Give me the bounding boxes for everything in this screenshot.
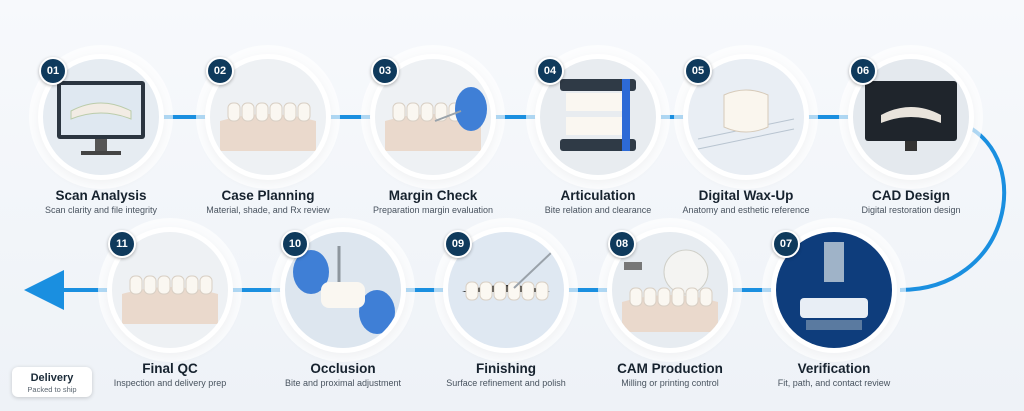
step-subtitle: Inspection and delivery prep bbox=[113, 378, 227, 388]
step-subtitle: Material, shade, and Rx review bbox=[206, 205, 330, 215]
step-number-badge: 04 bbox=[536, 57, 564, 85]
delivery-title: Delivery bbox=[30, 372, 74, 384]
step-title: Digital Wax-Up bbox=[698, 188, 794, 203]
step-title: CAD Design bbox=[871, 188, 950, 203]
step-subtitle: Surface refinement and polish bbox=[446, 378, 566, 388]
step-number-badge: 01 bbox=[39, 57, 67, 85]
step-image-03 bbox=[370, 54, 496, 180]
step-subtitle: Scan clarity and file integrity bbox=[44, 205, 158, 215]
step-title: Case Planning bbox=[221, 188, 315, 203]
step-subtitle: Bite and proximal adjustment bbox=[284, 378, 402, 388]
step-number-badge: 10 bbox=[281, 230, 309, 258]
step-title: CAM Production bbox=[617, 361, 723, 376]
step-number-badge: 03 bbox=[371, 57, 399, 85]
step-number-badge: 05 bbox=[684, 57, 712, 85]
step-subtitle: Milling or printing control bbox=[621, 378, 719, 388]
delivery-card: Delivery Packed to ship bbox=[12, 367, 92, 397]
step-number-badge: 08 bbox=[608, 230, 636, 258]
step-subtitle: Digital restoration design bbox=[861, 205, 961, 215]
step-subtitle: Anatomy and esthetic reference bbox=[682, 205, 810, 215]
step-subtitle: Preparation margin evaluation bbox=[372, 205, 494, 215]
step-subtitle: Bite relation and clearance bbox=[544, 205, 652, 215]
margin-probe-icon bbox=[375, 59, 491, 175]
delivery-subtitle: Packed to ship bbox=[27, 385, 77, 394]
step-title: Final QC bbox=[142, 361, 198, 376]
step-number-badge: 09 bbox=[444, 230, 472, 258]
step-title: Verification bbox=[797, 361, 871, 376]
final-model-icon bbox=[112, 232, 228, 348]
step-title: Articulation bbox=[560, 188, 636, 203]
step-number-badge: 11 bbox=[108, 230, 136, 258]
step-number-badge: 06 bbox=[849, 57, 877, 85]
step-subtitle: Fit, path, and contact review bbox=[777, 378, 891, 388]
connector-curve bbox=[899, 123, 1007, 292]
step-title: Scan Analysis bbox=[55, 188, 147, 203]
step-number-badge: 07 bbox=[772, 230, 800, 258]
step-number-badge: 02 bbox=[206, 57, 234, 85]
step-title: Occlusion bbox=[310, 361, 376, 376]
step-title: Margin Check bbox=[388, 188, 478, 203]
step-title: Finishing bbox=[476, 361, 536, 376]
